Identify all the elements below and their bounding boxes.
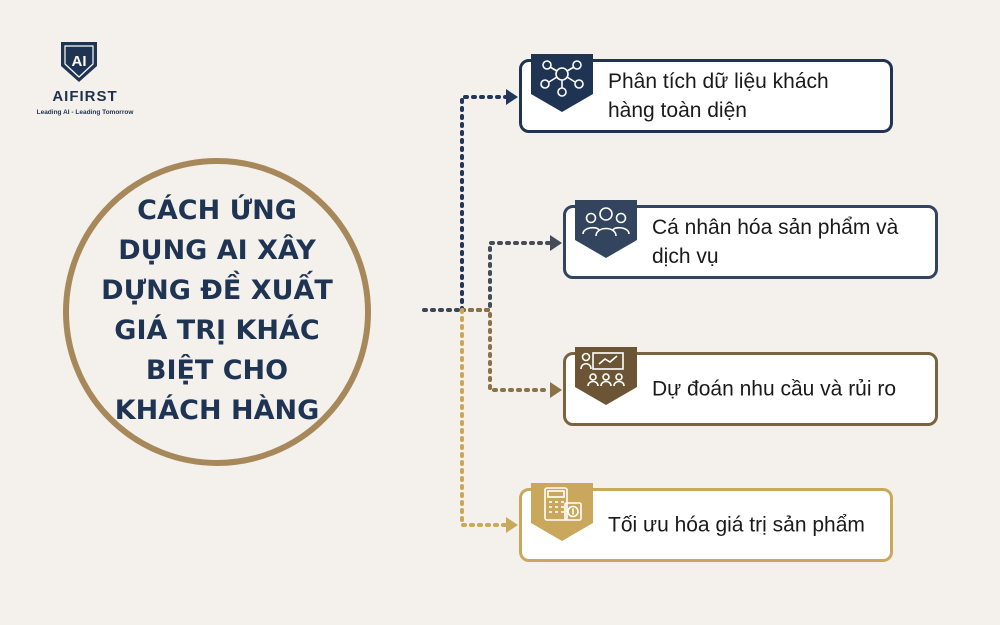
item-card-prediction: Dự đoán nhu cầu và rủi ro xyxy=(563,352,938,426)
item-label: Dự đoán nhu cầu và rủi ro xyxy=(652,377,897,401)
item-label: Tối ưu hóa giá trị sản phẩm xyxy=(608,513,865,537)
connector-branch-1 xyxy=(460,95,508,312)
connector-arrow-4 xyxy=(506,517,518,533)
people-group-icon xyxy=(575,200,637,258)
item-label: Phân tích dữ liệu khách hàng toàn diện xyxy=(608,70,829,122)
connector-branch-4 xyxy=(460,308,508,527)
brand-name: AIFIRST xyxy=(52,88,118,105)
shield-logo-icon: AI xyxy=(61,42,97,82)
presentation-audience-icon xyxy=(575,347,637,405)
brand-tagline: Leading AI - Leading Tomorrow xyxy=(36,109,134,116)
calculator-finance-icon xyxy=(531,483,593,541)
connector-arrow-3 xyxy=(550,382,562,398)
logo-mark-text: AI xyxy=(72,53,87,70)
customer-data-network-icon xyxy=(531,54,593,112)
central-topic-title: Cách ứng dụng AI xây dựng đề xuất giá tr… xyxy=(101,195,333,426)
item-label: Cá nhân hóa sản phẩm và dịch vụ xyxy=(652,216,899,268)
connector-arrow-1 xyxy=(506,89,518,105)
connector-branch-2 xyxy=(460,241,552,312)
connector-branch-3 xyxy=(460,308,552,392)
central-topic-circle: Cách ứng dụng AI xây dựng đề xuất giá tr… xyxy=(63,158,371,466)
connector-arrow-2 xyxy=(550,235,562,251)
